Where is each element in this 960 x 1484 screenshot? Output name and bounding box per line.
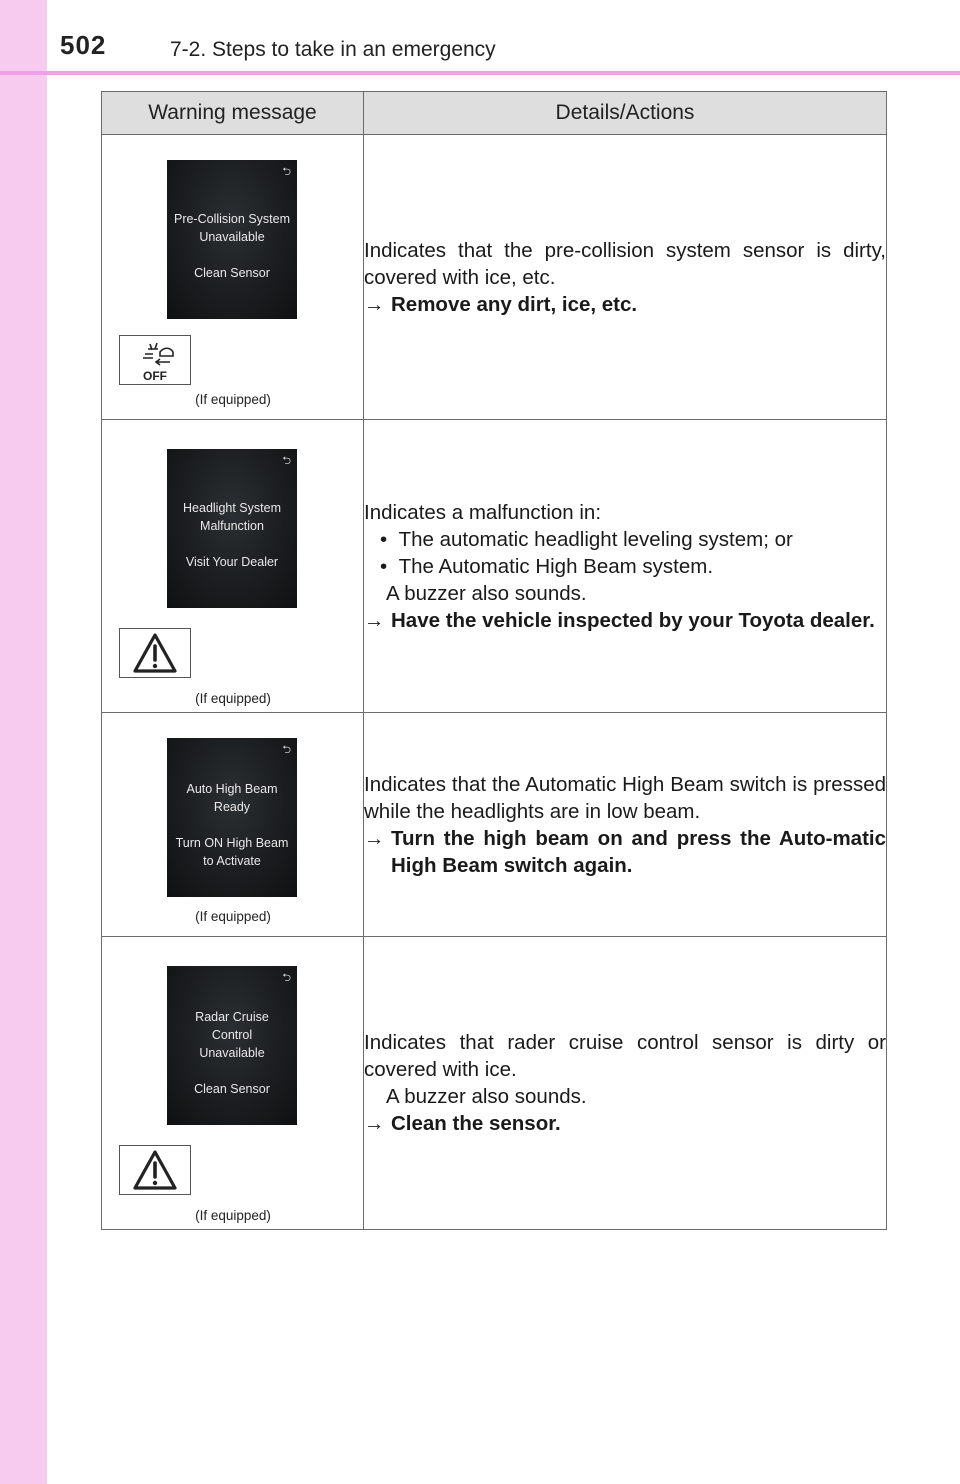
action-line: → Have the vehicle inspected by your Toy… <box>364 607 886 634</box>
note-text: A buzzer also sounds. <box>386 581 587 605</box>
page-number: 502 <box>60 30 107 60</box>
details-cell: Indicates that rader cruise control sens… <box>363 936 887 1230</box>
action-line: → Clean the sensor. <box>364 1110 886 1137</box>
bullet-item: • The automatic headlight leveling syste… <box>380 527 793 551</box>
back-icon: ⮌ <box>282 744 291 756</box>
description-text: Indicates that rader cruise control sens… <box>364 1031 886 1081</box>
action-text: Turn the high beam on and press the Auto… <box>391 826 886 877</box>
warning-triangle-graphic <box>133 633 177 673</box>
screen-line: Clean Sensor <box>194 266 270 280</box>
screen-line: Turn ON High Beam <box>175 836 289 850</box>
screen-line: Headlight System <box>183 501 281 515</box>
warning-image-cell: ⮌ Pre-Collision System Unavailable Clean… <box>101 134 364 420</box>
if-equipped-caption: (If equipped) <box>195 392 271 407</box>
description-text: Indicates that the pre-collision system … <box>364 238 886 289</box>
pcs-off-icon: OFF <box>119 335 191 385</box>
section-title: 7-2. Steps to take in an emergency <box>170 38 496 61</box>
screen-line: Unavailable <box>199 1046 265 1060</box>
display-screen-pcs: ⮌ Pre-Collision System Unavailable Clean… <box>167 160 297 319</box>
bullet-item: • The Automatic High Beam system. <box>380 554 714 578</box>
if-equipped-caption: (If equipped) <box>195 909 271 924</box>
arrow-icon: → <box>364 292 385 316</box>
action-text: Clean the sensor. <box>391 1112 561 1135</box>
table-row: ⮌ Headlight System Malfunction Visit You… <box>101 419 887 713</box>
action-text: Remove any dirt, ice, etc. <box>391 292 638 316</box>
side-tab-strip <box>0 0 47 1484</box>
warning-triangle-graphic <box>133 1150 177 1190</box>
details-cell: Indicates that the Automatic High Beam s… <box>363 712 887 937</box>
warning-image-cell: ⮌ Auto High Beam Ready Turn ON High Beam… <box>101 712 364 937</box>
screen-line: Clean Sensor <box>194 1082 270 1096</box>
action-line: → Turn the high beam on and press the Au… <box>364 825 886 879</box>
screen-line: Auto High Beam <box>186 782 278 796</box>
header-rule <box>0 71 960 75</box>
arrow-icon: → <box>364 1112 385 1135</box>
screen-line: Malfunction <box>200 519 264 533</box>
note-text: A buzzer also sounds. <box>386 1085 587 1108</box>
screen-line: Radar Cruise <box>195 1010 269 1024</box>
details-cell: Indicates that the pre-collision system … <box>363 134 887 420</box>
details-cell: Indicates a malfunction in: • The automa… <box>363 419 887 713</box>
column-header-details: Details/Actions <box>363 91 887 135</box>
description-text: Indicates a malfunction in: <box>364 500 602 524</box>
warning-image-cell: ⮌ Headlight System Malfunction Visit You… <box>101 419 364 713</box>
screen-line: Ready <box>213 800 251 814</box>
display-screen-auto-high-beam: ⮌ Auto High Beam Ready Turn ON High Beam… <box>167 738 297 897</box>
display-screen-headlight: ⮌ Headlight System Malfunction Visit You… <box>167 449 297 608</box>
back-icon: ⮌ <box>282 972 291 984</box>
description-text: Indicates that the Automatic High Beam s… <box>364 772 886 823</box>
if-equipped-caption: (If equipped) <box>195 1208 271 1223</box>
warning-triangle-icon <box>119 1145 191 1195</box>
action-text: Have the vehicle inspected by your Toyot… <box>391 608 875 632</box>
warning-triangle-icon <box>119 628 191 678</box>
table-row: ⮌ Pre-Collision System Unavailable Clean… <box>101 134 887 420</box>
svg-text:OFF: OFF <box>143 369 167 383</box>
warning-message-table: Warning message Details/Actions ⮌ Pre-Co… <box>101 91 887 1230</box>
back-icon: ⮌ <box>282 455 291 467</box>
screen-line: to Activate <box>203 854 261 868</box>
arrow-icon: → <box>364 608 385 632</box>
table-header-row: Warning message Details/Actions <box>101 91 887 135</box>
screen-line: Control <box>211 1028 253 1042</box>
screen-line: Unavailable <box>199 230 265 244</box>
column-header-warning: Warning message <box>101 91 364 135</box>
pcs-off-icon-graphic: OFF <box>143 342 174 383</box>
action-line: → Remove any dirt, ice, etc. <box>364 291 886 318</box>
table-row: ⮌ Radar Cruise Control Unavailable Clean… <box>101 936 887 1230</box>
display-screen-radar-cruise: ⮌ Radar Cruise Control Unavailable Clean… <box>167 966 297 1125</box>
screen-line: Visit Your Dealer <box>185 555 279 569</box>
if-equipped-caption: (If equipped) <box>195 691 271 706</box>
arrow-icon: → <box>364 826 385 850</box>
table-row: ⮌ Auto High Beam Ready Turn ON High Beam… <box>101 712 887 937</box>
back-icon: ⮌ <box>282 166 291 178</box>
warning-image-cell: ⮌ Radar Cruise Control Unavailable Clean… <box>101 936 364 1230</box>
screen-line: Pre-Collision System <box>173 212 290 226</box>
